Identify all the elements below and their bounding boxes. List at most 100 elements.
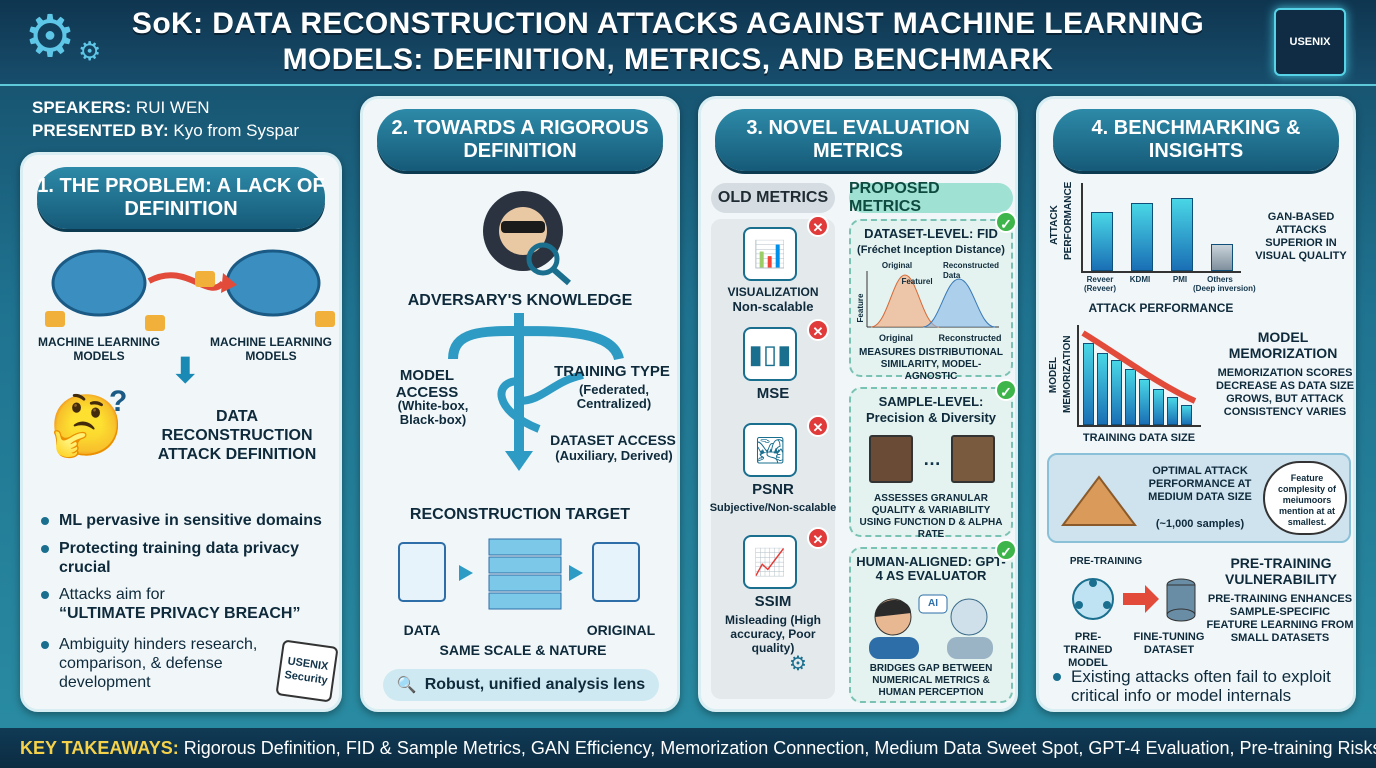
x-icon: ✕ (807, 527, 829, 549)
panel-definition: 2. TOWARDS A RIGOROUS DEFINITION ADVERSA… (360, 96, 680, 712)
bullet-privacy: Protecting training data privacy crucial (41, 539, 339, 577)
chart-ylabel: ATTACK PERFORMANCE (1049, 181, 1074, 260)
question-mark-icon: ? (109, 385, 128, 418)
panel-metrics: 3. NOVEL EVALUATION METRICS OLD METRICS … (698, 96, 1018, 712)
x-icon: ✕ (807, 319, 829, 341)
face-image (869, 435, 913, 483)
header: ⚙ ⚙ SoK: DATA RECONSTRUCTION ATTACKS AGA… (0, 0, 1376, 86)
panel-title: 1. THE PROBLEM: A LACK OF DEFINITION (37, 167, 325, 229)
fid-desc: MEASURES DISTRIBUTIONAL SIMILARITY, MODE… (859, 347, 1003, 382)
ml-models-left-label: MACHINE LEARNING MODELS (38, 335, 160, 363)
chart-icon: 📊 (743, 227, 797, 281)
lens-label: Robust, unified analysis lens (424, 676, 646, 693)
vuln-desc: PRE-TRAINING ENHANCES SAMPLE-SPECIFIC FE… (1206, 593, 1354, 644)
chart-xlabel: ATTACK PERFORMANCE (1088, 301, 1234, 315)
takeaways-label: KEY TAKEAWAYS: (20, 738, 179, 758)
usenix-security-badge: USENIX Security (275, 639, 339, 703)
old-metric-name: MSE (756, 385, 790, 402)
small-gear-icon: ⚙ (78, 36, 102, 66)
lock-icon (315, 311, 335, 327)
training-type-sub: (Federated, Centralized) (576, 382, 652, 411)
fid-bottom-original: Original (878, 333, 913, 343)
fid-legend-1: Reconstructed (943, 261, 1000, 270)
old-metric-name: PSNR (752, 481, 794, 498)
human-desc: BRIDGES GAP BETWEEN NUMERICAL METRICS & … (869, 663, 993, 698)
panel-title: 4. BENCHMARKING & INSIGHTS (1053, 109, 1339, 171)
mem-bar-6 (1167, 397, 1178, 425)
presented-value: Kyo from Syspar (173, 121, 300, 140)
fid-card: DATASET-LEVEL: FID (Fréchet Inception Di… (849, 219, 1013, 382)
bullet-sensitive: ML pervasive in sensitive domains (41, 511, 339, 530)
mem-xlabel: TRAINING DATA SIZE (1082, 432, 1196, 444)
old-metric-note: Misleading (High accuracy, Poor quality) (725, 613, 821, 655)
speech-bubble: Feature complesity of meiumoors mention … (1263, 461, 1347, 535)
lens-pill: 🔍 Robust, unified analysis lens (383, 669, 659, 701)
magnifier-icon: 🔍 (396, 677, 417, 694)
lock-icon (195, 271, 215, 287)
memorization-chart (1077, 325, 1201, 427)
panel-title: 2. TOWARDS A RIGOROUS DEFINITION (377, 109, 663, 171)
model-access-sub: (White-box, Black-box) (397, 398, 469, 427)
sample-title: SAMPLE-LEVEL: (878, 394, 984, 409)
face-image (951, 435, 995, 483)
tick-label: PMI (1172, 275, 1188, 284)
mem-bar-5 (1153, 389, 1164, 425)
check-icon: ✓ (995, 379, 1017, 401)
ml-models-right-label: MACHINE LEARNING MODELS (210, 335, 332, 363)
check-icon: ✓ (995, 539, 1017, 561)
sample-card: SAMPLE-LEVEL: Precision & Diversity … AS… (849, 387, 1013, 540)
human-robot-illustration (869, 594, 993, 659)
training-type-label: TRAINING TYPE (554, 363, 670, 380)
document-icon (398, 542, 446, 602)
sample-sub: Precision & Diversity (865, 410, 997, 425)
vuln-title: PRE-TRAINING VULNERABILITY (1225, 555, 1337, 587)
human-title: HUMAN-ALIGNED: GPT-4 AS EVALUATOR (856, 554, 1006, 583)
bullet-attacks: Attacks aim for (41, 585, 339, 604)
dataset-access-label: DATASET ACCESS (550, 432, 676, 448)
same-scale-label: SAME SCALE & NATURE (439, 642, 607, 658)
mem-bar-3 (1125, 369, 1136, 425)
bubble-text: Feature complesity of meiumoors mention … (1277, 473, 1336, 527)
mem-bar-0 (1083, 343, 1094, 425)
mem-bar-4 (1139, 379, 1150, 425)
presented-label: PRESENTED BY: (32, 121, 169, 140)
bar-1 (1131, 202, 1153, 271)
panel-benchmark: 4. BENCHMARKING & INSIGHTS ATTACK PERFOR… (1036, 96, 1356, 712)
knowledge-label: ADVERSARY'S KNOWLEDGE (407, 292, 633, 309)
mem-bar-7 (1181, 405, 1192, 425)
usenix-chip-logo: USENIX (1274, 8, 1346, 76)
tick-label: Others (Deep inversion) (1193, 275, 1256, 293)
gear-icon: ⚙ (789, 653, 807, 675)
fid-bottom-recon: Reconstructed (938, 333, 1002, 343)
definition-label: DATA RECONSTRUCTION ATTACK DEFINITION (157, 408, 317, 463)
data-pile-icon (1061, 475, 1137, 526)
data-stack-illustration (398, 538, 640, 610)
dataset-access-sub: (Auxiliary, Derived) (555, 448, 673, 463)
optimal-box: OPTIMAL ATTACK PERFORMANCE AT MEDIUM DAT… (1047, 453, 1351, 543)
takeaways-text: Rigorous Definition, FID & Sample Metric… (183, 738, 1376, 758)
gan-text: GAN-BASED ATTACKS SUPERIOR IN VISUAL QUA… (1255, 211, 1347, 262)
mem-ylabel: MODEL MEMORIZATION (1048, 335, 1073, 413)
magnifier-icon (526, 242, 560, 276)
old-metrics-header: OLD METRICS (711, 183, 835, 213)
panel-problem: 1. THE PROBLEM: A LACK OF DEFINITION MAC… (20, 152, 342, 712)
model-access-label: MODEL ACCESS (395, 367, 459, 401)
ultimate-breach-text: “ULTIMATE PRIVACY BREACH” (59, 605, 301, 622)
original-label: ORIGINAL (586, 622, 656, 638)
tick-label: KDMI (1129, 275, 1151, 284)
trend-arrow (1081, 330, 1197, 404)
speakers-value: RUI WEN (135, 98, 210, 117)
gear-icon: ⚙ (24, 4, 76, 69)
fid-original-tag: Original (881, 261, 913, 270)
fid-sub: (Fréchet Inception Distance) (857, 244, 1005, 256)
bar-3 (1211, 243, 1233, 271)
optimal-text: OPTIMAL ATTACK PERFORMANCE AT MEDIUM DAT… (1148, 465, 1252, 503)
bar-2 (1171, 197, 1193, 271)
transfer-arrow-icon (147, 272, 226, 291)
tick-label: Reveer (Reveer) (1083, 275, 1116, 293)
page-title: SoK: DATA RECONSTRUCTION ATTACKS AGAINST… (131, 7, 1205, 76)
mem-bar-1 (1097, 353, 1108, 425)
target-label: RECONSTRUCTION TARGET (409, 506, 631, 523)
x-icon: ✕ (807, 215, 829, 237)
panel-title: 3. NOVEL EVALUATION METRICS (715, 109, 1001, 171)
